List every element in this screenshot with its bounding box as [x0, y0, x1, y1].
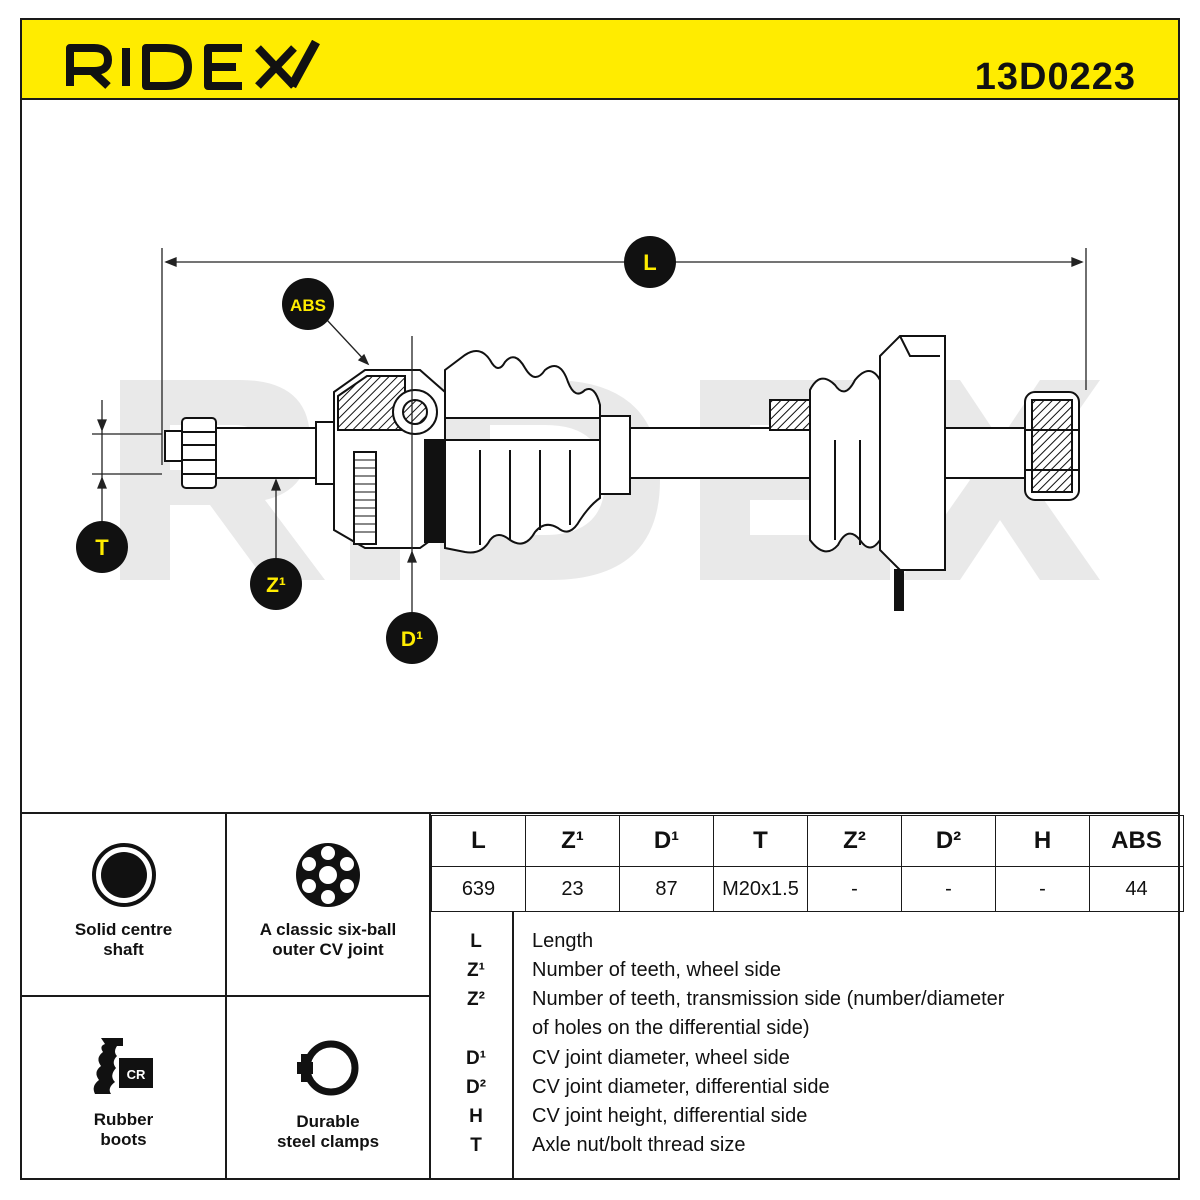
legend-key: H: [469, 1106, 483, 1127]
rubber-boot-icon: CR: [93, 1038, 153, 1094]
legend-text: Number of teeth, wheel side: [532, 959, 782, 981]
legend-row: D² CV joint diameter, differential side: [432, 1074, 1178, 1103]
feature-steel-clamps: Durable steel clamps: [227, 1036, 429, 1152]
spec-header: H: [995, 815, 1090, 867]
feature-row-divider: [20, 995, 431, 997]
legend-text: CV joint diameter, wheel side: [532, 1047, 790, 1069]
legend-text: Number of teeth, transmission side (numb…: [532, 988, 1005, 1010]
shaft-assembly: [164, 335, 1080, 611]
spec-table: L Z¹ D¹ T Z² D² H ABS 639 23 87 M20x1.5 …: [431, 815, 1184, 912]
spec-value: 639: [431, 866, 526, 912]
spec-value: 87: [619, 866, 714, 912]
legend-text: CV joint diameter, differential side: [532, 1076, 830, 1098]
part-number: 13D0223: [974, 56, 1136, 98]
spec-value: 44: [1089, 866, 1184, 912]
legend-key: Z²: [467, 989, 485, 1010]
legend-key: D²: [465, 1077, 487, 1098]
legend-row: of holes on the differential side): [432, 1015, 1178, 1044]
legend-row: T Axle nut/bolt thread size: [432, 1132, 1178, 1161]
spec-header: T: [713, 815, 808, 867]
legend-text: Length: [532, 930, 594, 952]
feature-label: A classic six-ball outer CV joint: [259, 920, 397, 959]
feature-rubber-boots: CR Rubber boots: [22, 1034, 225, 1150]
spec-header: Z²: [807, 815, 902, 867]
legend-key: L: [470, 931, 482, 952]
legend-row: D¹ CV joint diameter, wheel side: [432, 1045, 1178, 1074]
svg-text:ABS: ABS: [290, 296, 326, 315]
spec-value: 23: [525, 866, 620, 912]
legend-divider: [512, 912, 514, 1180]
spec-value: -: [807, 866, 902, 912]
solid-shaft-icon: [91, 843, 156, 907]
marker-z1: Z¹: [250, 558, 302, 610]
spec-header: ABS: [1089, 815, 1184, 867]
legend-text: CV joint height, differential side: [532, 1105, 808, 1127]
svg-text:T: T: [95, 535, 109, 560]
legend-key: Z¹: [467, 960, 485, 981]
drive-shaft-drawing: L ABS T Z¹ D¹: [76, 236, 1100, 664]
spec-value: -: [995, 866, 1090, 912]
feature-solid-shaft: Solid centre shaft: [22, 840, 225, 960]
legend: L Length Z¹ Number of teeth, wheel side …: [432, 914, 1178, 1178]
legend-row: H CV joint height, differential side: [432, 1103, 1178, 1132]
spec-header-row: L Z¹ D¹ T Z² D² H ABS: [431, 815, 1184, 867]
z1-leader: [271, 478, 281, 558]
bottom-top-border: [20, 812, 1180, 814]
spec-value: M20x1.5: [713, 866, 808, 912]
rubber-boot-badge: CR: [126, 1067, 145, 1082]
legend-row: Z² Number of teeth, transmission side (n…: [432, 986, 1178, 1015]
spec-header: L: [431, 815, 526, 867]
legend-key: T: [470, 1135, 482, 1156]
abs-leader: [326, 319, 370, 366]
spec-value: -: [901, 866, 996, 912]
legend-text: of holes on the differential side): [532, 1017, 810, 1039]
drive-shaft-diagram: L ABS T Z¹ D¹: [20, 100, 1180, 814]
feature-label: Rubber boots: [93, 1110, 154, 1149]
ridex-logo: [66, 40, 320, 90]
svg-text:Z¹: Z¹: [266, 574, 286, 597]
legend-row: L Length: [432, 928, 1178, 957]
six-ball-joint-icon: [296, 843, 360, 907]
marker-abs: ABS: [282, 278, 334, 330]
feature-label: Durable steel clamps: [276, 1112, 380, 1151]
spec-value-row: 639 23 87 M20x1.5 - - - 44: [431, 866, 1184, 912]
legend-text: Axle nut/bolt thread size: [532, 1134, 746, 1156]
header-bar: 13D0223: [20, 18, 1180, 100]
spec-header: D²: [901, 815, 996, 867]
svg-text:D¹: D¹: [401, 628, 423, 651]
spec-header: Z¹: [525, 815, 620, 867]
legend-key: D¹: [465, 1048, 487, 1069]
steel-clamp-icon: [297, 1040, 359, 1096]
svg-text:L: L: [643, 250, 656, 275]
feature-six-ball-joint: A classic six-ball outer CV joint: [227, 840, 429, 960]
marker-d1: D¹: [386, 612, 438, 664]
feature-label: Solid centre shaft: [74, 920, 173, 959]
marker-t: T: [76, 521, 128, 573]
spec-header: D¹: [619, 815, 714, 867]
thread-dimension: [92, 400, 162, 530]
d1-leader: [407, 336, 417, 616]
legend-row: Z¹ Number of teeth, wheel side: [432, 957, 1178, 986]
marker-l: L: [624, 236, 676, 288]
